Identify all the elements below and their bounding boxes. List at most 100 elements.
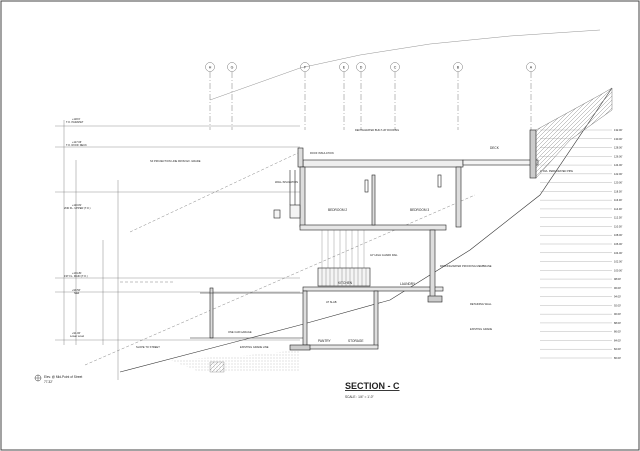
scale-label: 86.00' xyxy=(614,330,621,334)
upper-window-right xyxy=(437,174,442,188)
level-lines xyxy=(55,125,300,341)
grid-label-e: E xyxy=(343,65,346,69)
level-label-3: 1ST FL. MAIN (T.O.) xyxy=(64,274,88,278)
note-grade-line: EXISTING GRADE LINE xyxy=(240,345,269,349)
grid-label-g: G xyxy=(231,65,234,69)
grid-bubble-h xyxy=(205,62,215,72)
roof-cantilever xyxy=(462,159,539,166)
scale-label: 126.00' xyxy=(614,154,623,158)
scale-label: 92.00' xyxy=(614,303,621,307)
sheet-scale: SCALE : 1/4" = 1'-0" xyxy=(345,395,374,399)
scale-label: 80.00' xyxy=(614,356,621,360)
scale-label: 124.00' xyxy=(614,163,623,167)
room-bedroom-2: BEDROOM 2 xyxy=(328,208,347,212)
scale-label: 90.00' xyxy=(614,312,621,316)
room-deck: DECK xyxy=(490,146,500,150)
grid-label-a: A xyxy=(530,65,533,69)
upper-left-wall xyxy=(299,166,306,228)
scale-label: 84.00' xyxy=(614,338,621,342)
scale-label: 114.00' xyxy=(614,207,623,211)
scale-label: 132.00' xyxy=(614,128,623,132)
garage-wall xyxy=(209,287,214,339)
building-section xyxy=(190,129,539,351)
grid-label-c: C xyxy=(394,65,397,69)
level-label-5: Lower Level xyxy=(70,334,84,338)
main-floor-slab xyxy=(302,286,444,292)
projection-line-lower xyxy=(84,194,476,366)
note-at-slab: AT SLAB xyxy=(326,300,337,304)
room-kitchen: KITCHEN xyxy=(338,281,353,285)
room-laundry: LAUNDRY xyxy=(400,282,416,286)
scale-label: 118.00' xyxy=(614,189,623,193)
footing-left xyxy=(289,344,311,351)
soil-dots-lower xyxy=(170,350,300,372)
sheet-title: SECTION - C xyxy=(345,381,400,391)
scale-label: 104.00' xyxy=(614,251,623,255)
note-existing-grade: EXISTING GRADE xyxy=(470,327,492,331)
grid-label-d: D xyxy=(360,65,363,69)
interior-partition xyxy=(371,174,376,226)
note-slope: SLOPE TO STREET xyxy=(136,345,160,349)
level-value-5: +91.06' xyxy=(72,331,81,335)
level-value-0: +118.6' xyxy=(72,117,81,121)
grid-bubble-d xyxy=(356,62,366,72)
scale-label: 122.00' xyxy=(614,172,623,176)
footing-right xyxy=(427,295,443,303)
grid-bubble-b xyxy=(453,62,463,72)
scale-label: 96.00' xyxy=(614,286,621,290)
level-label-2: 2ND FL. UPPER (T.O.) xyxy=(64,206,91,210)
grid-label-h: H xyxy=(209,65,212,69)
level-value-4: +99.56' xyxy=(72,288,81,292)
right-retaining-wall xyxy=(429,229,436,301)
dimension-lines xyxy=(63,120,119,380)
scale-label: 94.00' xyxy=(614,295,621,299)
level-label-1: T.O. ROOF DECK xyxy=(66,143,87,147)
scale-label: 88.00' xyxy=(614,321,621,325)
scale-label: 112.00' xyxy=(614,216,623,220)
note-waterproofing: PARKING/WATER PROOFING MEMBRANE xyxy=(440,264,492,268)
level-value-2: +110.81' xyxy=(72,203,82,207)
scale-label: 82.00' xyxy=(614,347,621,351)
level-labels: +118.6' T.O. PARAPET +117.06' T.O. ROOF … xyxy=(64,117,91,338)
scale-label: 102.00' xyxy=(614,260,623,264)
note-roof-insulation: ROOF INSULATION xyxy=(310,151,334,155)
scale-label: 116.00' xyxy=(614,198,623,202)
upper-grade-line xyxy=(209,29,601,101)
second-floor-slab xyxy=(299,224,447,231)
note-built-up-roofing: DENTAGRATED BUILT-UP ROOFING xyxy=(355,128,399,132)
note-retaining-wall: RETAINING WALL xyxy=(470,302,492,306)
note-guard-rail: 42" HIGH GUARD RAIL xyxy=(370,253,398,257)
room-storage: STORAGE xyxy=(348,339,364,343)
scale-label: 120.00' xyxy=(614,181,623,185)
level-label-4: Slab xyxy=(74,291,80,295)
grid-labels: H G F E D C B A xyxy=(209,65,533,69)
upper-right-wall xyxy=(455,166,462,228)
street-elev-value: 77.32' xyxy=(44,380,53,384)
lower-middle-wall xyxy=(373,290,379,347)
note-wall-insulation: WALL INSULATION xyxy=(275,180,298,184)
level-value-3: +101.81' xyxy=(72,271,82,275)
annotations: SF PROJECTION LINE FROM EX. GRADE WALL I… xyxy=(136,128,573,349)
note-projection-line: SF PROJECTION LINE FROM EX. GRADE xyxy=(150,159,201,163)
projection-line-upper xyxy=(129,151,301,233)
scale-label: 110.00' xyxy=(614,224,623,228)
street-elevation-callout: Elev. @ Mid-Point of Street 77.32' xyxy=(34,374,82,384)
room-labels: BEDROOM 2 BEDROOM 3 KITCHEN LAUNDRY PANT… xyxy=(318,146,500,343)
note-perforated-pipe: 4" DIA. PERFORATED PIPE xyxy=(540,169,573,173)
grid-bubble-f xyxy=(300,62,310,72)
retaining-wall-a xyxy=(529,129,537,179)
right-elevation-scale: 132.00'130.00'128.00'126.00'124.00'122.0… xyxy=(540,128,623,360)
upper-window-left xyxy=(364,179,369,193)
soil-hatch-right xyxy=(535,87,613,179)
roof-slab xyxy=(302,159,464,168)
scale-label: 128.00' xyxy=(614,146,623,150)
street-elev-label: Elev. @ Mid-Point of Street xyxy=(44,375,82,379)
grid-label-f: F xyxy=(304,65,307,69)
scale-label: 108.00' xyxy=(614,233,623,237)
scale-label: 100.00' xyxy=(614,268,623,272)
grid-bubble-e xyxy=(339,62,349,72)
room-pantry: PANTRY xyxy=(318,339,332,343)
level-label-0: T.O. PARAPET xyxy=(66,120,84,124)
